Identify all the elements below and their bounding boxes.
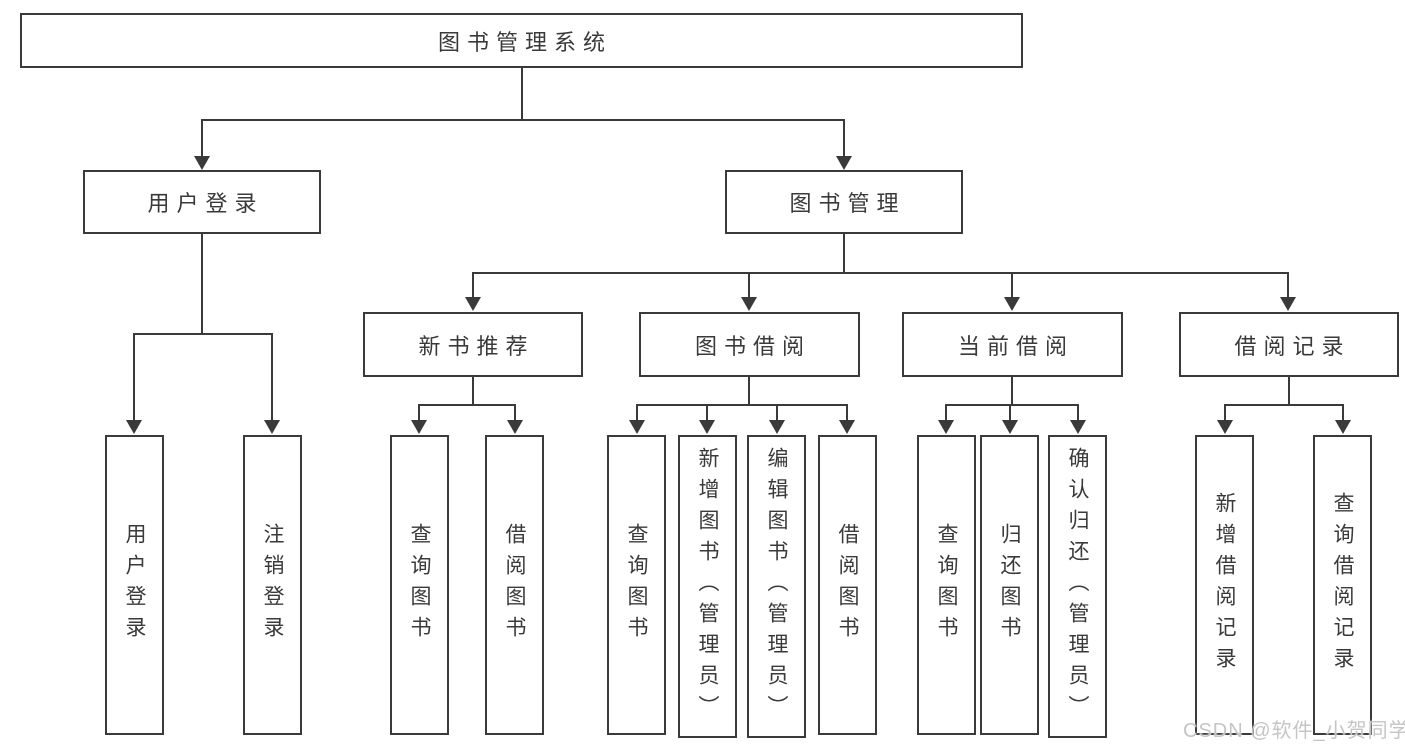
leaf-user-login-label: 用户登录 — [123, 523, 146, 647]
arrowhead-g3-4 — [839, 420, 855, 434]
arrowhead-current-borrow — [1004, 297, 1020, 311]
leaf-logout-label: 注销登录 — [261, 523, 284, 647]
connector-g3-drop1 — [636, 404, 638, 422]
arrowhead-g2-1 — [411, 420, 427, 434]
connector-g3-drop2 — [706, 404, 708, 422]
leaf-query-books-1-label: 查询图书 — [408, 523, 431, 647]
connector-leaf-logout-drop — [271, 333, 273, 422]
connector-current-borrow-drop — [1011, 272, 1013, 299]
leaf-borrow-books-2: 借阅图书 — [818, 435, 877, 735]
leaf-borrow-books-1-label: 借阅图书 — [503, 523, 526, 647]
node-user-login: 用户登录 — [83, 170, 321, 234]
connector-book-mgmt-stem — [843, 234, 845, 274]
leaf-query-books-1: 查询图书 — [390, 435, 449, 735]
leaf-user-login: 用户登录 — [105, 435, 164, 735]
connector-borrow-records-drop — [1287, 272, 1289, 299]
connector-g4-drop1 — [945, 404, 947, 422]
arrowhead-g3-2 — [699, 420, 715, 434]
node-book-borrow: 图书借阅 — [639, 312, 860, 377]
arrowhead-g5-2 — [1335, 420, 1351, 434]
connector-g5-drop1 — [1224, 404, 1226, 422]
node-new-book-recommend: 新书推荐 — [363, 312, 583, 377]
leaf-query-books-2-label: 查询图书 — [625, 523, 648, 647]
arrowhead-book-borrow — [741, 297, 757, 311]
arrowhead-g3-3 — [769, 420, 785, 434]
leaf-add-borrow-record: 新增借阅记录 — [1195, 435, 1254, 735]
leaf-borrow-books-2-label: 借阅图书 — [836, 523, 859, 647]
connector-g2-stem — [472, 377, 474, 406]
connector-g2-bar — [418, 404, 516, 406]
connector-g4-bar — [945, 404, 1079, 406]
arrowhead-leaf-logout — [264, 420, 280, 434]
connector-g3-drop3 — [776, 404, 778, 422]
leaf-add-borrow-record-label: 新增借阅记录 — [1213, 492, 1236, 678]
leaf-add-books-admin: 新增图书（管理员） — [678, 435, 737, 738]
arrowhead-g3-1 — [629, 420, 645, 434]
leaf-edit-books-admin: 编辑图书（管理员） — [747, 435, 806, 738]
leaf-query-borrow-record: 查询借阅记录 — [1313, 435, 1372, 735]
leaf-query-books-3: 查询图书 — [917, 435, 976, 735]
leaf-return-books-label: 归还图书 — [998, 523, 1021, 647]
connector-level3-bar — [472, 272, 1289, 274]
connector-user-login-stem — [201, 234, 203, 333]
arrowhead-g4-2 — [1002, 420, 1018, 434]
arrowhead-leaf-user-login — [126, 420, 142, 434]
node-book-management: 图书管理 — [725, 170, 963, 234]
leaf-query-books-2: 查询图书 — [607, 435, 666, 735]
connector-g3-drop4 — [846, 404, 848, 422]
connector-user-login-drop — [201, 119, 203, 158]
arrowhead-g2-2 — [507, 420, 523, 434]
csdn-watermark: CSDN @软件_小贺同学 — [1183, 720, 1405, 742]
connector-g4-drop3 — [1077, 404, 1079, 422]
connector-g5-drop2 — [1342, 404, 1344, 422]
connector-g5-bar — [1224, 404, 1344, 406]
connector-user-login-bar — [133, 333, 273, 335]
arrowhead-book-mgmt — [836, 156, 852, 170]
leaf-query-books-3-label: 查询图书 — [935, 523, 958, 647]
connector-level2-bar — [201, 119, 845, 121]
leaf-return-books: 归还图书 — [980, 435, 1039, 735]
connector-g2-drop2 — [514, 404, 516, 422]
leaf-borrow-books-1: 借阅图书 — [485, 435, 544, 735]
leaf-logout: 注销登录 — [243, 435, 302, 735]
arrowhead-g5-1 — [1217, 420, 1233, 434]
connector-leaf-user-login-drop — [133, 333, 135, 422]
node-root: 图书管理系统 — [20, 13, 1023, 68]
leaf-confirm-return-admin-label: 确认归还（管理员） — [1066, 447, 1089, 726]
node-current-borrow: 当前借阅 — [902, 312, 1123, 377]
connector-g3-bar — [636, 404, 848, 406]
connector-new-book-drop — [472, 272, 474, 299]
connector-root-stem — [521, 68, 523, 120]
arrowhead-g4-3 — [1070, 420, 1086, 434]
arrowhead-user-login — [194, 156, 210, 170]
connector-g4-drop2 — [1009, 404, 1011, 422]
leaf-edit-books-admin-label: 编辑图书（管理员） — [765, 447, 788, 726]
arrowhead-new-book — [465, 297, 481, 311]
leaf-add-books-admin-label: 新增图书（管理员） — [696, 447, 719, 726]
arrowhead-g4-1 — [938, 420, 954, 434]
leaf-query-borrow-record-label: 查询借阅记录 — [1331, 492, 1354, 678]
connector-g4-stem — [1011, 377, 1013, 406]
arrowhead-borrow-records — [1280, 297, 1296, 311]
connector-g3-stem — [748, 377, 750, 406]
connector-g5-stem — [1288, 377, 1290, 406]
connector-g2-drop1 — [418, 404, 420, 422]
leaf-confirm-return-admin: 确认归还（管理员） — [1048, 435, 1107, 738]
connector-book-mgmt-drop — [843, 119, 845, 158]
node-borrow-records: 借阅记录 — [1179, 312, 1399, 377]
connector-book-borrow-drop — [748, 272, 750, 299]
